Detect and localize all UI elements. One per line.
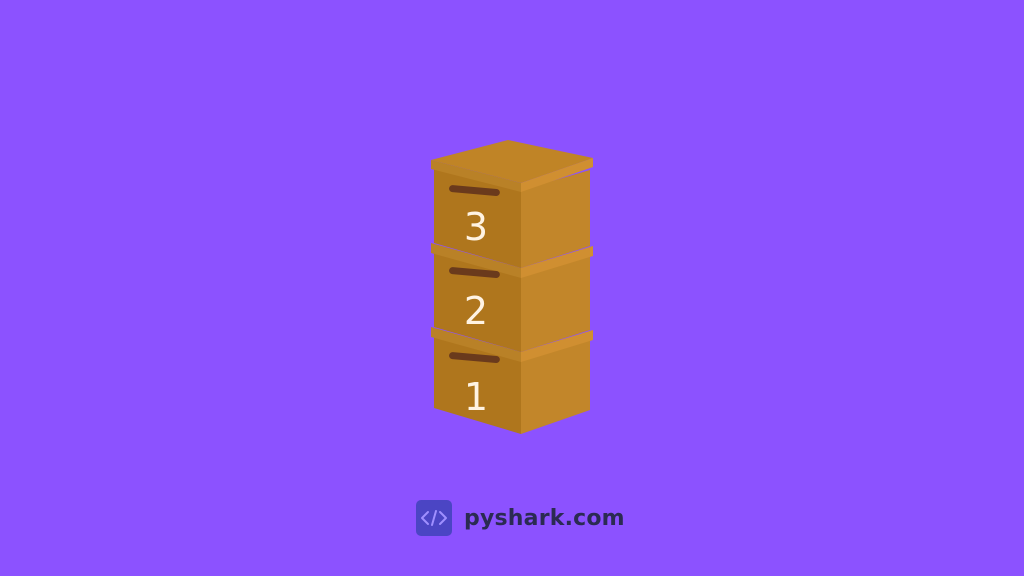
stacked-boxes-illustration [431,140,593,434]
box-2-side [521,252,590,352]
code-icon [416,500,452,536]
box-1 [431,327,593,434]
box-1-number: 1 [463,375,489,419]
box-1-side [521,335,590,434]
box-1-lid-front [431,327,521,362]
box-3-handle [449,185,500,196]
box-2-lid-side [521,246,593,278]
logo-text: pyshark.com [464,505,625,531]
box-3-lid-side [521,158,593,192]
box-3-number: 3 [463,205,489,249]
box-3-side [521,170,590,268]
box-1-lid-side [521,330,593,362]
box-3-lid-front [431,160,521,192]
box-1-handle [449,352,500,363]
box-2-lid-front [431,243,521,278]
box-2 [431,243,593,352]
box-3 [431,140,593,268]
box-stack: 3 2 1 [420,130,610,450]
box-2-number: 2 [463,289,489,333]
box-3-lid-top [431,140,593,183]
box-2-handle [449,267,500,278]
code-icon-glyph [421,510,447,526]
site-logo: pyshark.com [416,499,625,537]
